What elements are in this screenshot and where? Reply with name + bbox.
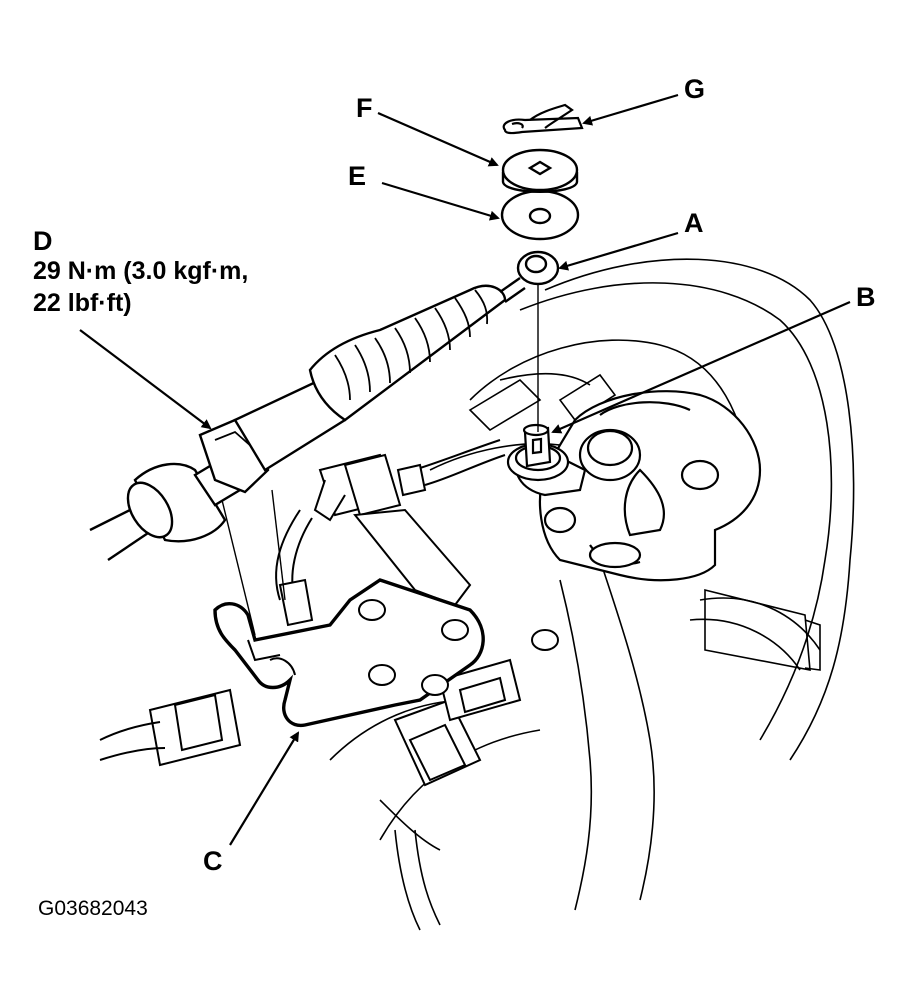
figure-id: G03682043 — [38, 897, 148, 920]
control-shaft-assembly — [506, 390, 762, 582]
label-d: D — [33, 226, 53, 256]
assembly-guide-lines — [221, 284, 539, 636]
cable-end — [516, 250, 560, 286]
torque-spec-line-2: 22 lbf·ft) — [33, 289, 132, 317]
leader-b — [551, 300, 851, 434]
bracket-bolts — [358, 599, 559, 696]
shift-cable — [89, 277, 526, 561]
transmission-housing — [329, 258, 855, 931]
leader-arrows — [79, 93, 851, 846]
leader-d — [79, 329, 212, 430]
label-b: B — [856, 282, 876, 312]
label-c: C — [203, 846, 223, 876]
leader-a — [558, 231, 679, 271]
label-a: A — [684, 208, 704, 238]
leader-g — [582, 93, 679, 126]
leader-f — [377, 111, 499, 167]
label-f: F — [356, 93, 373, 123]
leader-e — [381, 181, 500, 221]
shift-cable-bracket — [213, 578, 485, 728]
leader-c — [229, 731, 300, 846]
lock-pin — [502, 103, 584, 135]
torque-spec-line-1: 29 N·m (3.0 kgf·m, — [33, 257, 249, 285]
label-g: G — [684, 74, 706, 104]
bushing — [501, 148, 579, 193]
washer — [500, 189, 580, 241]
wire-harness — [99, 439, 522, 787]
control-lever-pin — [522, 423, 552, 468]
label-e: E — [348, 161, 367, 191]
